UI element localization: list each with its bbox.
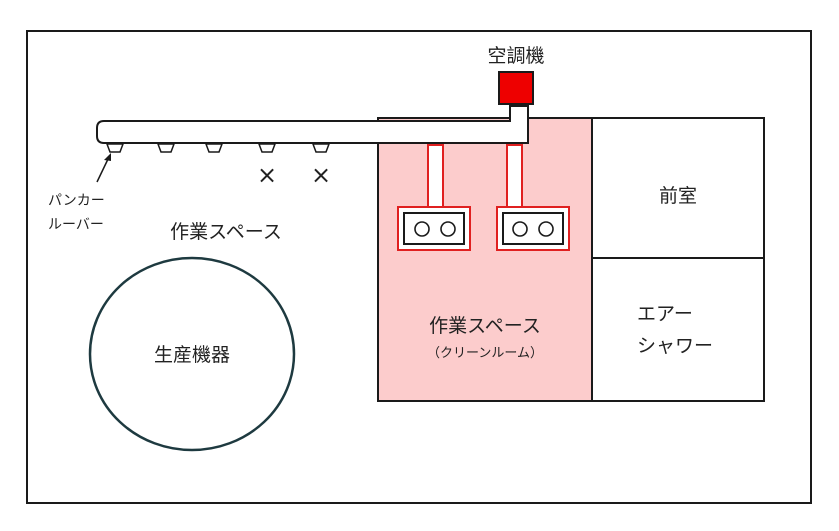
filter-unit-2-inner [502,212,564,245]
clean-room-ducts [427,144,523,208]
arrow-icon [96,153,111,183]
punkah-louver-label-line1: パンカー [48,193,105,209]
closed-louver-mark-2: × [311,161,331,189]
air-shower-box [591,257,765,402]
filter-unit-1-port-b [440,221,456,237]
production-equipment-label: 生産機器 [154,344,230,366]
arrow-head [104,153,111,161]
punkah-louver-label-line2: ルーバー [48,217,104,233]
clean-room-area [377,117,593,402]
drop-duct-1 [427,144,444,208]
front-room-label: 前室 [659,185,697,207]
front-room-box [591,117,765,259]
drop-duct-2 [506,144,523,208]
clean-work-space-label: 作業スペース [429,315,541,337]
closed-louver-mark-1: × [257,161,277,189]
punkah-louvers [105,143,331,153]
main-duct [96,105,529,144]
clean-room-note: （クリーンルーム） [427,346,543,361]
work-space-label: 作業スペース [170,221,282,243]
punkah-louver-5 [311,143,331,153]
punkah-louver-3 [204,143,224,153]
punkah-louver-1 [105,143,125,153]
filter-unit-2-port-b [538,221,554,237]
filter-unit-2-port-a [512,221,528,237]
punkah-louver-4 [257,143,277,153]
ac-unit-label: 空調機 [487,45,544,67]
arrow-shaft [96,156,110,183]
punkah-louver-2 [156,143,176,153]
ac-unit-box [498,71,534,105]
duct-elbow-fill [505,122,527,142]
hepa-filter-icon [397,206,570,251]
filter-unit-1-port-a [414,221,430,237]
production-equipment-circle [88,256,296,452]
air-shower-label-line1: エアー [637,303,693,325]
air-shower-label-line2: シャワー [637,335,713,357]
